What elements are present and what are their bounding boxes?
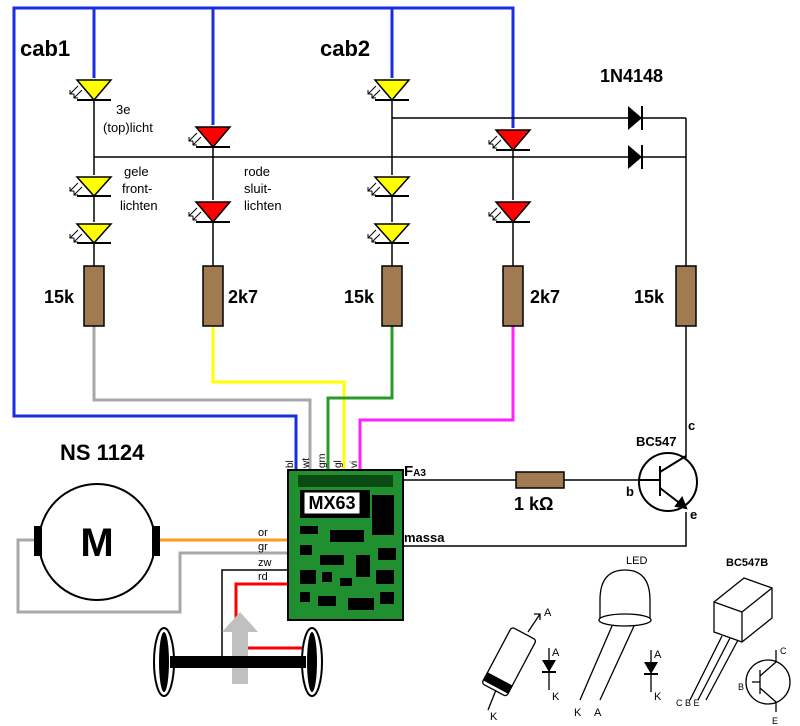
base-resistor: [515, 471, 565, 489]
legend-diode-body-k: K: [490, 711, 498, 723]
yellow-led-1: [69, 79, 113, 102]
yellow-led-2: [69, 176, 113, 198]
legend-diode-sym-a: A: [552, 647, 560, 659]
resistor-1: [83, 265, 105, 327]
base-resistor-label: 1 kΩ: [514, 494, 553, 514]
decoder-board: [287, 469, 404, 621]
red-led-4: [488, 201, 532, 224]
pin-grn-label: grn: [317, 454, 328, 468]
pin-wt-label: wt: [301, 458, 312, 469]
legend-led-sym-k: K: [654, 691, 662, 703]
resistor-4-label: 2k7: [530, 287, 560, 307]
red-led-1: [188, 126, 232, 149]
yellow-led-4: [367, 79, 411, 102]
blue-power-wires: [12, 6, 515, 470]
black-wires: [93, 100, 687, 666]
front-lights-label-3: lichten: [120, 198, 158, 213]
locomotive-label: NS 1124: [60, 440, 145, 465]
massa-label: massa: [404, 530, 445, 545]
diode-1: [628, 106, 643, 130]
legend-diode-a: A: [544, 607, 552, 619]
red-led-3: [488, 129, 532, 152]
pin-rd-label: rd: [258, 571, 268, 583]
resistor-1-label: 15k: [44, 287, 75, 307]
motor-label: M: [80, 521, 113, 565]
yellow-led-6: [367, 223, 411, 245]
wheelset: [153, 612, 323, 697]
legend-transistor: [689, 577, 791, 712]
legend-led-sym-a: A: [654, 649, 662, 661]
legend-led: [579, 569, 658, 701]
front-lights-label-1: gele: [124, 164, 149, 179]
legend-led-k: K: [574, 707, 582, 719]
legend-transistor-c: C: [780, 646, 787, 656]
legend-led-title: LED: [626, 555, 647, 567]
pin-bl-label: bl: [285, 460, 296, 468]
red-led-2: [188, 201, 232, 224]
legend-transistor-b: B: [738, 682, 744, 692]
cab2-label: cab2: [320, 36, 370, 61]
transistor-b-label: b: [626, 484, 634, 499]
top-light-label-1: 3e: [116, 102, 130, 117]
motor: [34, 483, 160, 601]
diode-2: [628, 145, 643, 169]
tail-lights-label-1: rode: [244, 164, 270, 179]
front-lights-label-2: front-: [122, 181, 152, 196]
transistor-label: BC547: [636, 434, 676, 449]
legend-transistor-pins: C B E: [676, 698, 700, 708]
transistor: [638, 452, 698, 512]
tail-lights-label-3: lichten: [244, 198, 282, 213]
fa3-label: FA3: [404, 463, 426, 480]
legend-transistor-title: BC547B: [726, 557, 768, 569]
legend-led-a: A: [594, 707, 602, 719]
yellow-led-5: [367, 176, 411, 198]
resistor-3: [381, 265, 403, 327]
pin-zw-label: zw: [258, 557, 272, 569]
legend-transistor-e: E: [772, 716, 778, 726]
pin-gl-label: gl: [333, 460, 344, 468]
cab1-label: cab1: [20, 36, 70, 61]
decoder-wires: [16, 326, 515, 650]
resistor-2: [202, 265, 224, 327]
resistor-5-label: 15k: [634, 287, 665, 307]
pin-vi-label: vi: [349, 461, 360, 468]
pin-or-label: or: [258, 527, 268, 539]
legend-diode-sym-k: K: [552, 691, 560, 703]
diode-model-label: 1N4148: [600, 66, 663, 86]
resistor-3-label: 15k: [344, 287, 375, 307]
decoder-label: MX63: [308, 493, 355, 513]
fa3-sub: A3: [413, 468, 426, 479]
yellow-led-3: [69, 223, 113, 245]
fa3-main: F: [404, 463, 413, 480]
legend-diode: [482, 613, 556, 711]
tail-lights-label-2: sluit-: [244, 181, 271, 196]
pin-gr-label: gr: [258, 541, 268, 553]
transistor-c-label: c: [688, 418, 695, 433]
transistor-e-label: e: [690, 507, 697, 522]
resistor-4: [502, 265, 524, 327]
top-light-label-2: (top)licht: [103, 120, 153, 135]
resistor-2-label: 2k7: [228, 287, 258, 307]
resistor-5: [675, 265, 697, 327]
